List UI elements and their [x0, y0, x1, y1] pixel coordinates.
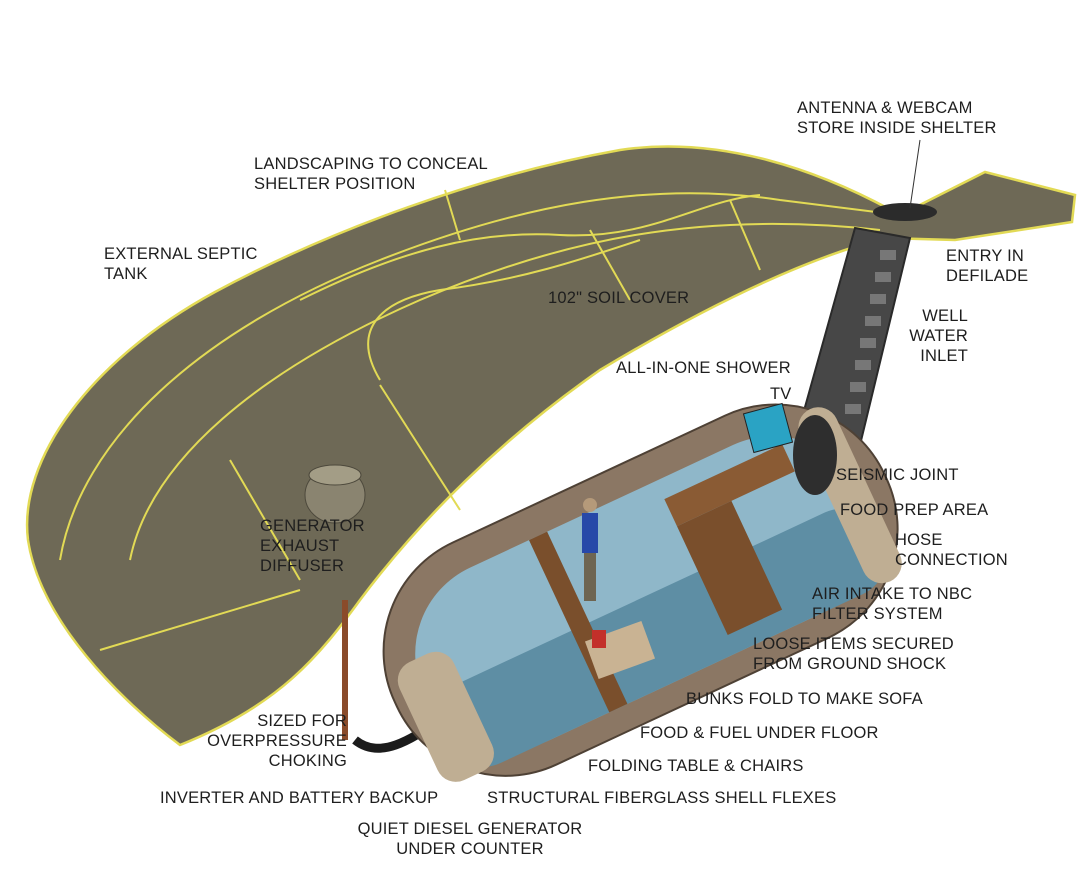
- label-line: WATER: [909, 327, 968, 345]
- label-line: STORE INSIDE SHELTER: [797, 119, 997, 137]
- label-tv: TV: [770, 385, 792, 403]
- red-box: [592, 630, 606, 648]
- exhaust-diffuser: [304, 464, 366, 524]
- fiberglass-shell: [382, 403, 902, 782]
- label-line: QUIET DIESEL GENERATOR: [357, 820, 583, 838]
- label-line: EXTERNAL SEPTIC: [104, 245, 258, 263]
- label-line: TANK: [104, 265, 148, 283]
- label-line: CONNECTION: [895, 551, 1008, 569]
- label-line: WELL: [922, 307, 968, 325]
- label-bunks: BUNKS FOLD TO MAKE SOFA: [686, 690, 923, 708]
- label-line: SIZED FOR: [257, 712, 347, 730]
- label-line: HOSE: [895, 531, 943, 549]
- label-inverter: INVERTER AND BATTERY BACKUP: [160, 789, 439, 807]
- label-line: DEFILADE: [946, 267, 1029, 285]
- label-line: LOOSE ITEMS SECURED: [753, 635, 954, 653]
- label-line: ANTENNA & WEBCAM: [797, 99, 973, 117]
- entry-hatch: [873, 203, 937, 221]
- label-line: UNDER COUNTER: [396, 840, 544, 858]
- ladder-rungs: [845, 250, 896, 414]
- label-line: OVERPRESSURE: [207, 732, 347, 750]
- soil-cover-surface: [25, 145, 1077, 747]
- label-air-intake: AIR INTAKE TO NBC FILTER SYSTEM: [812, 584, 972, 624]
- label-food-prep: FOOD PREP AREA: [840, 501, 989, 519]
- label-line: EXHAUST: [260, 537, 340, 555]
- seismic-joint: [793, 415, 837, 495]
- label-soil-cover: 102" SOIL COVER: [548, 289, 690, 307]
- label-shower: ALL-IN-ONE SHOWER: [616, 359, 791, 377]
- label-septic: EXTERNAL SEPTIC TANK: [104, 244, 258, 284]
- label-line: ENTRY IN: [946, 247, 1025, 265]
- label-line: LANDSCAPING TO CONCEAL: [254, 155, 488, 173]
- label-line: INLET: [920, 347, 968, 365]
- label-hose: HOSE CONNECTION: [895, 530, 1008, 570]
- label-landscaping: LANDSCAPING TO CONCEAL SHELTER POSITION: [254, 154, 488, 194]
- label-line: SHELTER POSITION: [254, 175, 416, 193]
- label-well: WELL WATER INLET: [900, 306, 968, 366]
- label-line: FILTER SYSTEM: [812, 605, 943, 623]
- label-line: AIR INTAKE TO NBC: [812, 585, 973, 603]
- label-line: DIFFUSER: [260, 557, 345, 575]
- label-food-fuel: FOOD & FUEL UNDER FLOOR: [640, 724, 879, 742]
- label-line: FROM GROUND SHOCK: [753, 655, 947, 673]
- label-shell: STRUCTURAL FIBERGLASS SHELL FLEXES: [487, 789, 837, 807]
- label-loose-items: LOOSE ITEMS SECURED FROM GROUND SHOCK: [753, 634, 954, 674]
- label-overpressure: SIZED FOR OVERPRESSURE CHOKING: [187, 711, 347, 771]
- person-figure: [582, 498, 598, 601]
- label-exhaust: GENERATOR EXHAUST DIFFUSER: [260, 516, 365, 576]
- antenna-leader: [909, 139, 921, 209]
- landscaping-contours: [59, 189, 901, 651]
- label-antenna: ANTENNA & WEBCAM STORE INSIDE SHELTER: [797, 98, 997, 138]
- tv-screen: [742, 402, 794, 454]
- label-generator: QUIET DIESEL GENERATOR UNDER COUNTER: [340, 819, 600, 859]
- label-line: CHOKING: [268, 752, 347, 770]
- label-entry: ENTRY IN DEFILADE: [946, 246, 1028, 286]
- label-line: GENERATOR: [260, 517, 365, 535]
- label-folding-table: FOLDING TABLE & CHAIRS: [588, 757, 804, 775]
- label-seismic: SEISMIC JOINT: [836, 466, 959, 484]
